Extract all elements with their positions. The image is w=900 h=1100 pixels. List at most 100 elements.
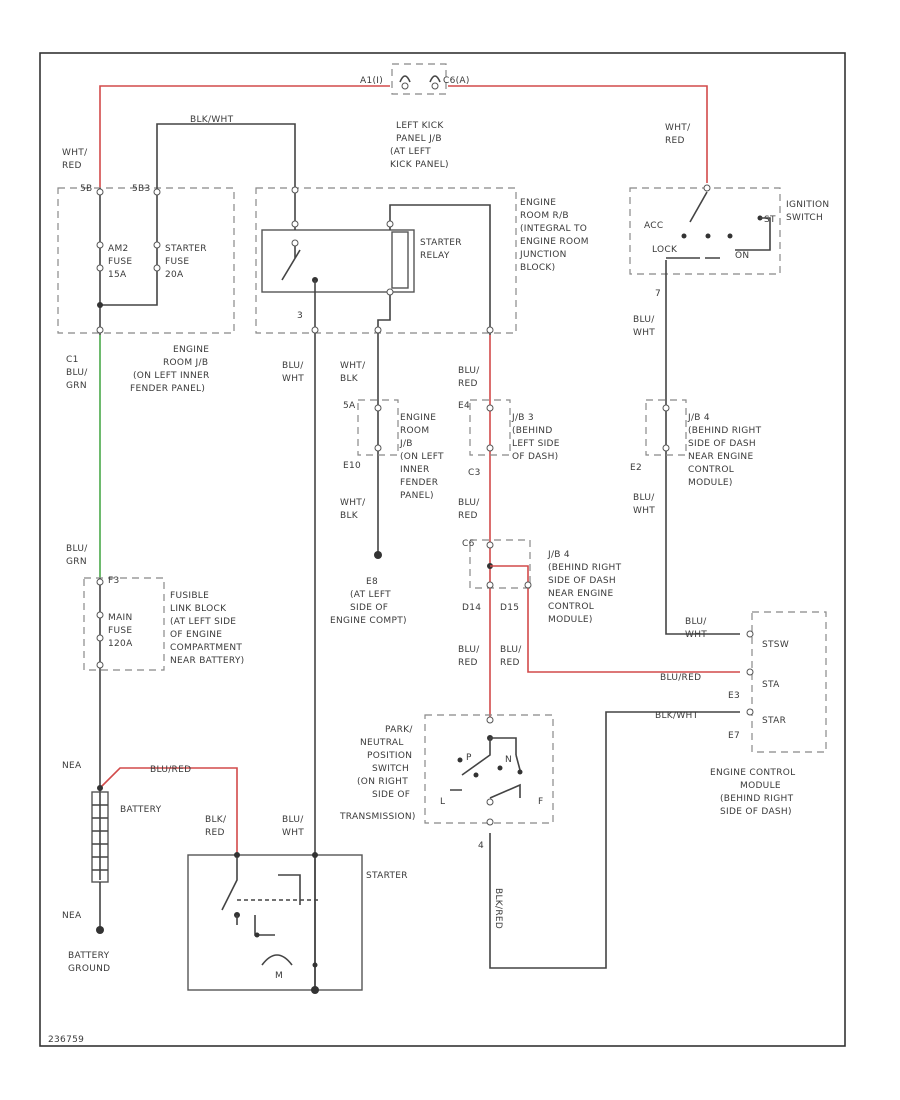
svg-text:(BEHIND RIGHT: (BEHIND RIGHT (688, 426, 762, 436)
ecm-label: ENGINE CONTROL MODULE (BEHIND RIGHT SIDE… (710, 768, 795, 817)
svg-text:J/B 4: J/B 4 (547, 550, 570, 560)
svg-text:FENDER: FENDER (400, 478, 438, 488)
svg-text:NEUTRAL: NEUTRAL (360, 738, 404, 748)
svg-text:E8: E8 (366, 577, 378, 587)
svg-text:(ON LEFT: (ON LEFT (400, 452, 444, 462)
pin-4: 4 (478, 841, 484, 851)
svg-text:(AT LEFT: (AT LEFT (350, 590, 391, 600)
svg-text:BLK: BLK (340, 511, 359, 521)
wire-label-blu-wht-2: BLU/ WHT (633, 315, 655, 338)
svg-text:OF DASH): OF DASH) (512, 452, 558, 462)
svg-text:LINK BLOCK: LINK BLOCK (170, 604, 227, 614)
svg-text:GRN: GRN (66, 381, 87, 391)
starter-relay-box (261, 229, 415, 293)
svg-text:MODULE): MODULE) (688, 478, 733, 488)
svg-text:MAIN: MAIN (108, 613, 133, 623)
wire-label-blu-red-2: BLU/ RED (458, 498, 480, 521)
svg-text:FUSE: FUSE (165, 257, 189, 267)
jb4-right-label: J/B 4 (BEHIND RIGHT SIDE OF DASH NEAR EN… (687, 413, 762, 488)
pin-e7: E7 (728, 731, 740, 741)
svg-text:PARK/: PARK/ (385, 725, 413, 735)
svg-text:ENGINE COMPT): ENGINE COMPT) (330, 616, 407, 626)
svg-text:(INTEGRAL TO: (INTEGRAL TO (520, 224, 587, 234)
svg-text:BATTERY: BATTERY (68, 951, 110, 961)
svg-text:INNER: INNER (400, 465, 430, 475)
relay-coil (391, 231, 409, 289)
svg-text:WHT/: WHT/ (62, 148, 88, 158)
svg-text:KICK PANEL): KICK PANEL) (390, 160, 449, 170)
svg-text:RED: RED (62, 161, 82, 171)
svg-text:ROOM J/B: ROOM J/B (163, 358, 208, 368)
svg-text:SIDE OF DASH: SIDE OF DASH (548, 576, 616, 586)
svg-text:BLU/: BLU/ (282, 361, 304, 371)
svg-text:NEAR ENGINE: NEAR ENGINE (548, 589, 613, 599)
svg-text:L: L (440, 797, 445, 807)
svg-text:RED: RED (458, 379, 478, 389)
svg-text:STA: STA (762, 680, 780, 690)
fuse-main-label: MAIN FUSE 120A (108, 613, 133, 649)
svg-text:GROUND: GROUND (68, 964, 110, 974)
svg-text:FUSIBLE: FUSIBLE (170, 591, 209, 601)
svg-text:ENGINE: ENGINE (520, 198, 556, 208)
wire-label-blu-red-hz: BLU/RED (660, 673, 701, 683)
svg-text:(BEHIND RIGHT: (BEHIND RIGHT (548, 563, 622, 573)
jb4-mid-label: J/B 4 (BEHIND RIGHT SIDE OF DASH NEAR EN… (547, 550, 622, 625)
top-wire: A1(I) C6(A) (99, 63, 708, 188)
svg-text:PANEL): PANEL) (400, 491, 434, 501)
svg-text:BLU/: BLU/ (66, 368, 88, 378)
battery-label: BATTERY (120, 805, 162, 815)
svg-text:BLU/: BLU/ (458, 366, 480, 376)
svg-text:120A: 120A (108, 639, 133, 649)
fuse-am2-label: AM2 FUSE 15A (108, 244, 132, 280)
svg-text:RED: RED (205, 828, 225, 838)
svg-text:NEAR BATTERY): NEAR BATTERY) (170, 656, 244, 666)
svg-text:BLU/: BLU/ (66, 544, 88, 554)
svg-text:WHT: WHT (685, 630, 707, 640)
svg-text:GRN: GRN (66, 557, 87, 567)
svg-text:J/B: J/B (399, 439, 413, 449)
pin-5b: 5B (80, 184, 93, 194)
wire-label-blk-wht-hz: BLK/WHT (655, 711, 699, 721)
wire-label-blu-wht-start: BLU/ WHT (282, 815, 304, 838)
park-neutral-label: PARK/ NEUTRAL POSITION SWITCH (ON RIGHT … (339, 725, 415, 822)
svg-text:LEFT SIDE: LEFT SIDE (512, 439, 560, 449)
svg-text:BLU/: BLU/ (458, 645, 480, 655)
svg-text:(ON RIGHT: (ON RIGHT (357, 777, 408, 787)
svg-text:STAR: STAR (762, 716, 786, 726)
pin-f3: F3 (108, 576, 120, 586)
jb4-mid-box (469, 539, 531, 589)
svg-text:BLU/: BLU/ (500, 645, 522, 655)
engine-room-jb-label: ENGINE ROOM J/B (ON LEFT INNER FENDER PA… (130, 345, 209, 394)
svg-text:(BEHIND RIGHT: (BEHIND RIGHT (720, 794, 794, 804)
svg-text:WHT: WHT (282, 828, 304, 838)
svg-text:BLK: BLK (340, 374, 359, 384)
pin-c1: C1 (66, 355, 79, 365)
svg-text:SWITCH: SWITCH (786, 213, 823, 223)
pin-d14: D14 (462, 603, 481, 613)
svg-text:WHT/: WHT/ (340, 498, 366, 508)
pin-c3: C3 (468, 468, 481, 478)
pin-e2: E2 (630, 463, 642, 473)
ecm-box (751, 611, 827, 753)
wire-label-blk-red: BLK/ RED (205, 815, 227, 838)
svg-text:STSW: STSW (762, 640, 789, 650)
wire-label-blk-wht-top: BLK/WHT (190, 115, 234, 125)
svg-text:BLU/: BLU/ (633, 493, 655, 503)
svg-text:ST: ST (764, 215, 776, 225)
wire-label-blu-wht-4: BLU/ WHT (685, 617, 707, 640)
jb3-label: J/B 3 (BEHIND LEFT SIDE OF DASH) (511, 413, 560, 462)
svg-text:BLU/: BLU/ (458, 498, 480, 508)
svg-text:BLU/: BLU/ (685, 617, 707, 627)
svg-text:CONTROL: CONTROL (688, 465, 734, 475)
svg-text:LOCK: LOCK (652, 245, 678, 255)
svg-text:RELAY: RELAY (420, 251, 450, 261)
wire-label-blk-vertical: BLK/RED (493, 888, 503, 929)
svg-text:FENDER PANEL): FENDER PANEL) (130, 384, 205, 394)
starter-relay-label: STARTER RELAY (420, 238, 462, 261)
pin-7: 7 (655, 289, 661, 299)
pin-nea-top: NEA (62, 761, 82, 771)
svg-text:RED: RED (500, 658, 520, 668)
svg-text:STARTER: STARTER (420, 238, 462, 248)
svg-text:ROOM: ROOM (400, 426, 429, 436)
